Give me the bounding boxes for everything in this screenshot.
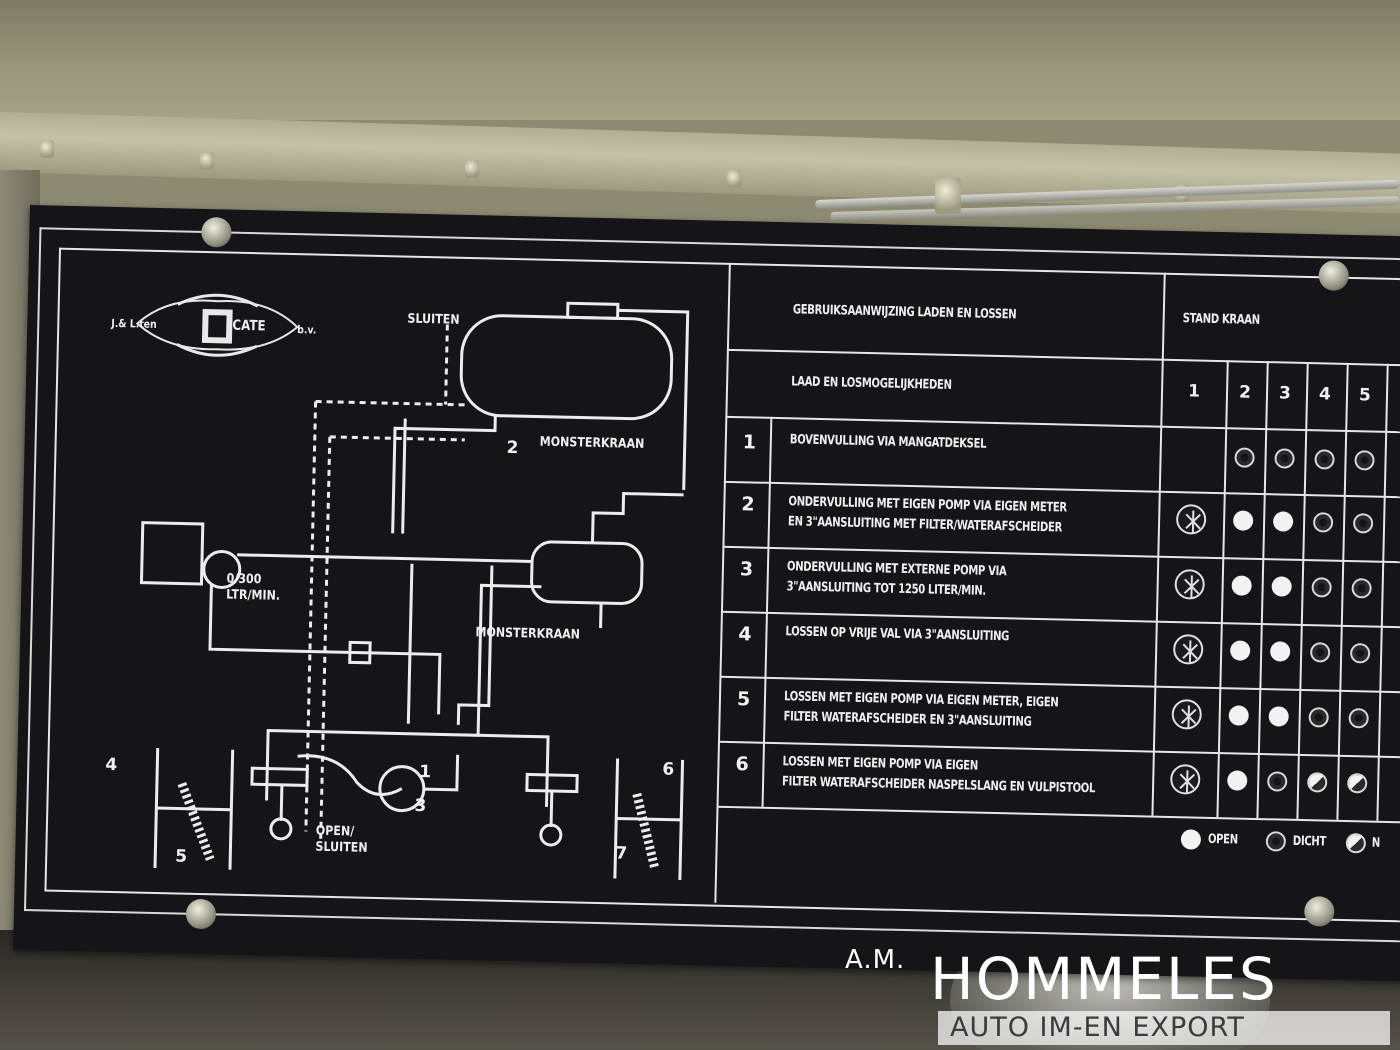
piping-diagram (139, 301, 690, 880)
col-header-3: 3 (1278, 383, 1292, 404)
legend-half-text: N (1371, 835, 1381, 851)
row-number: 2 (741, 493, 755, 516)
table-stand-kraan: STAND KRAAN (1182, 311, 1260, 328)
label-monsterkraan-mid: MONSTERKRAAN (475, 625, 581, 643)
valve-position-icon (1174, 569, 1206, 600)
label-open-sluiten-1: OPEN/ (315, 823, 355, 840)
row-number: 5 (736, 688, 751, 711)
label-num-3: 3 (414, 795, 427, 817)
col-header-2: 2 (1238, 382, 1252, 403)
label-num-6: 6 (662, 759, 675, 780)
bolt (185, 898, 217, 930)
col-header-4: 4 (1318, 384, 1332, 405)
rivet (465, 160, 479, 178)
logo-emblem (135, 293, 299, 357)
label-sluiten-top: SLUITEN (407, 311, 460, 328)
label-flow-rate-2: LTR/MIN. (226, 587, 281, 604)
watermark-prefix: A.M. (845, 945, 906, 975)
cable-clamp (935, 178, 961, 214)
rivet (200, 152, 214, 170)
label-flow-rate-1: 0/300 (226, 571, 262, 588)
label-num-4: 4 (105, 754, 118, 776)
watermark-subtitle: AUTO IM-EN EXPORT (938, 1011, 1390, 1045)
label-num-2: 2 (506, 437, 519, 459)
row-number: 4 (738, 623, 752, 646)
valve-position-icon (1169, 764, 1201, 795)
valve-position-icon (1171, 699, 1203, 730)
valve-state-grid (30, 205, 1400, 795)
ceiling-wall (0, 0, 1400, 120)
instruction-panel: J.& L.ten CATE b.v. (13, 205, 1400, 982)
label-open-sluiten-2: SLUITEN (315, 839, 368, 856)
label-num-5: 5 (175, 846, 188, 867)
col-header-5: 5 (1358, 385, 1372, 406)
legend-dicht-text: DICHT (1292, 833, 1327, 850)
label-num-7: 7 (615, 843, 628, 864)
watermark-name: HOMMELES (930, 945, 1278, 1013)
label-monsterkraan-top: MONSTERKRAAN (539, 434, 645, 452)
valve-position-icon (1172, 634, 1204, 665)
label-num-1: 1 (419, 761, 432, 783)
valve-position-icon (1175, 504, 1207, 535)
col-header-1: 1 (1187, 381, 1201, 402)
rivet (727, 170, 741, 188)
row-number: 1 (742, 431, 757, 454)
legend-open-text: OPEN (1207, 831, 1238, 848)
rivet (40, 140, 54, 158)
row-number: 6 (735, 753, 749, 776)
row-number: 3 (739, 558, 754, 581)
